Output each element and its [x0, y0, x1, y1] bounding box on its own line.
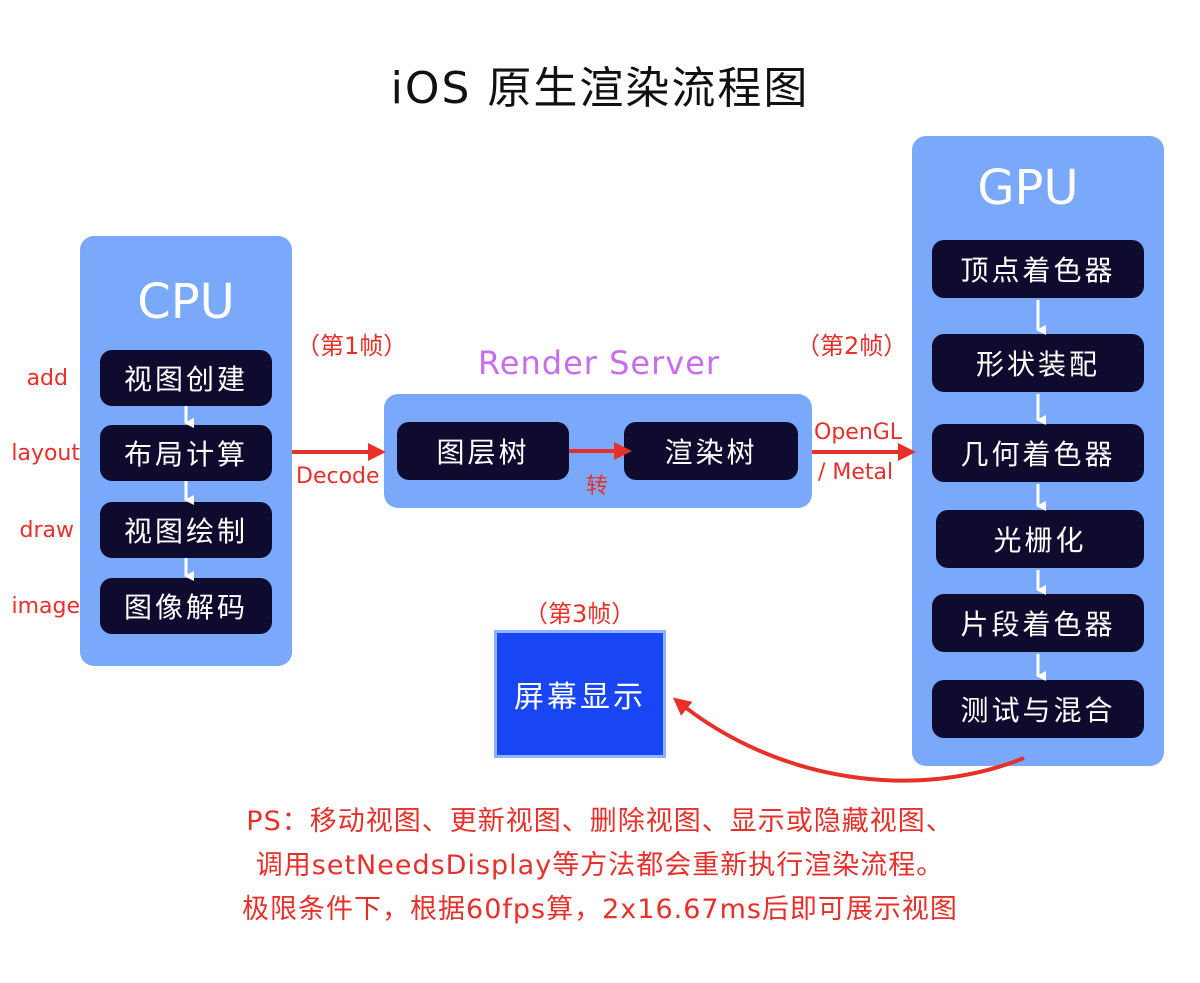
cpu-step-view-create: 视图创建 — [100, 350, 272, 406]
render-server-title: Render Server — [478, 344, 721, 382]
gpu-step-test-blend: 测试与混合 — [932, 680, 1144, 738]
gpu-step-fragment-shader: 片段着色器 — [932, 594, 1144, 652]
note-line-1: PS：移动视图、更新视图、删除视图、显示或隐藏视图、 — [246, 806, 954, 837]
gpu-step-geometry-shader: 几何着色器 — [932, 424, 1144, 482]
layer-tree-node: 图层树 — [397, 422, 569, 480]
opengl-label: OpenGL — [814, 420, 903, 445]
side-label-image: image — [11, 594, 80, 619]
gpu-step-vertex-shader: 顶点着色器 — [932, 240, 1144, 298]
convert-label: 转 — [586, 474, 609, 499]
gpu-title: GPU — [977, 160, 1079, 216]
page-title: iOS 原生渲染流程图 — [390, 63, 810, 114]
frame-label-1: （第1帧） — [296, 332, 408, 360]
cpu-title: CPU — [137, 274, 235, 330]
gpu-step-shape-assembly: 形状装配 — [932, 334, 1144, 392]
note-line-2: 调用setNeedsDisplay等方法都会重新执行渲染流程。 — [255, 850, 945, 881]
frame-label-3: （第3帧） — [524, 600, 636, 628]
cpu-step-view-draw: 视图绘制 — [100, 502, 272, 558]
render-tree-node: 渲染树 — [624, 422, 798, 480]
side-label-draw: draw — [19, 518, 74, 543]
decode-label: Decode — [296, 464, 380, 489]
side-label-add: add — [26, 366, 68, 391]
metal-label: / Metal — [818, 460, 894, 485]
note-line-3: 极限条件下，根据60fps算，2x16.67ms后即可展示视图 — [242, 894, 958, 925]
side-label-layout: layout — [11, 441, 80, 466]
cpu-step-image-decode: 图像解码 — [100, 578, 272, 634]
frame-label-2: （第2帧） — [796, 332, 908, 360]
notes: PS：移动视图、更新视图、删除视图、显示或隐藏视图、 调用setNeedsDis… — [0, 800, 1200, 932]
screen-display-box: 屏幕显示 — [494, 630, 666, 758]
cpu-step-layout-calc: 布局计算 — [100, 425, 272, 481]
gpu-step-rasterization: 光栅化 — [936, 510, 1144, 568]
